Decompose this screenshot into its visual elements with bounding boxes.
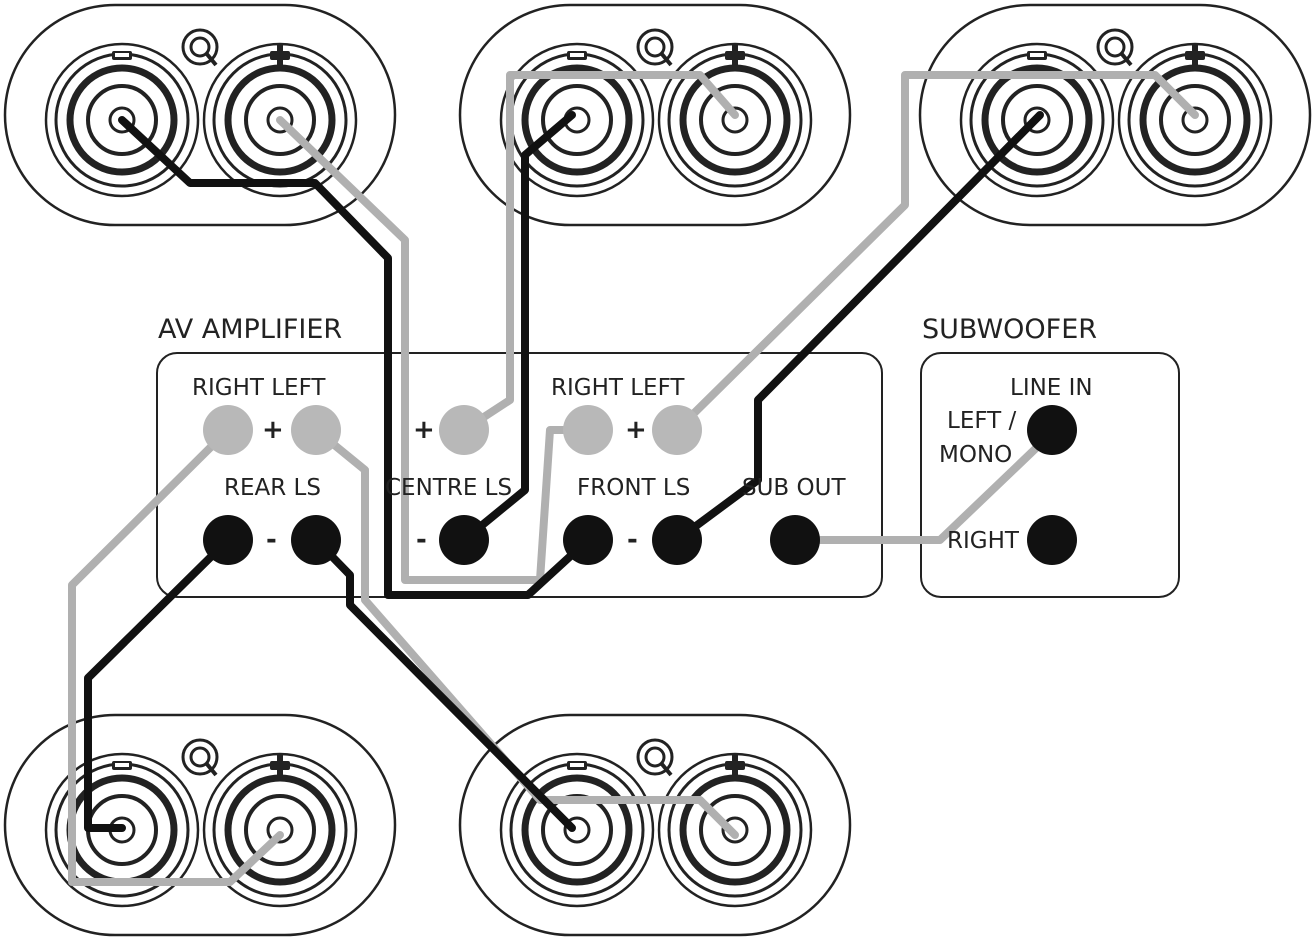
front-right-negative-terminal[interactable] [563,515,613,565]
rear-left-negative-terminal[interactable] [291,515,341,565]
wire-sub-line [791,426,1059,544]
front-left-speaker [920,5,1310,225]
rear-left-speaker [460,715,850,935]
centre-plus-sign: + [413,415,435,445]
front-left-positive-terminal[interactable] [652,405,702,455]
front-ls-label: FRONT LS [577,475,690,501]
av-amplifier-title: AV AMPLIFIER [158,314,342,345]
wire-centre-negative [460,111,576,544]
front-right-positive-terminal[interactable] [563,405,613,455]
right-input-label: RIGHT [947,528,1020,554]
rear-right-positive-terminal[interactable] [203,405,253,455]
line-in-label: LINE IN [1010,375,1093,401]
wire-front-left-positive [673,71,1199,434]
left-mono-label-line1: LEFT / [947,408,1017,434]
rear-plus-sign: + [262,415,284,445]
centre-positive-terminal[interactable] [439,405,489,455]
sub-terminals [1027,405,1077,565]
sub-out-label: SUB OUT [742,475,846,501]
wire-rear-left-positive [312,426,739,839]
left-mono-label-line2: MONO [939,442,1012,468]
subwoofer-title: SUBWOOFER [922,314,1097,345]
wire-rear-right-negative [84,536,232,832]
wire-front-left-negative [673,111,1044,544]
sub-out-terminal[interactable] [770,515,820,565]
rear-right-speaker [5,715,395,935]
line-in-left-mono-terminal[interactable] [1027,405,1077,455]
subwoofer-panel [920,352,1180,598]
rear-minus-sign: - [266,525,277,555]
front-plus-sign: + [625,415,647,445]
centre-negative-terminal[interactable] [439,515,489,565]
centre-speaker [460,5,850,225]
rear-right-negative-terminal[interactable] [203,515,253,565]
wire-front-right-positive [276,116,592,584]
front-right-speaker [5,5,395,225]
wire-front-right-negative [118,116,592,599]
front-left-negative-terminal[interactable] [652,515,702,565]
front-minus-sign: - [627,525,638,555]
positive-wires [68,71,1199,886]
rear-ls-label: REAR LS [224,475,321,501]
wire-rear-right-positive [68,426,284,886]
front-right-left-label: RIGHT LEFT [551,375,685,401]
centre-minus-sign: - [416,525,427,555]
rear-right-left-label: RIGHT LEFT [192,375,326,401]
centre-ls-label: CENTRE LS [385,475,512,501]
wire-centre-positive [460,71,739,434]
amp-terminals [203,405,820,565]
line-in-right-terminal[interactable] [1027,515,1077,565]
rear-left-positive-terminal[interactable] [291,405,341,455]
